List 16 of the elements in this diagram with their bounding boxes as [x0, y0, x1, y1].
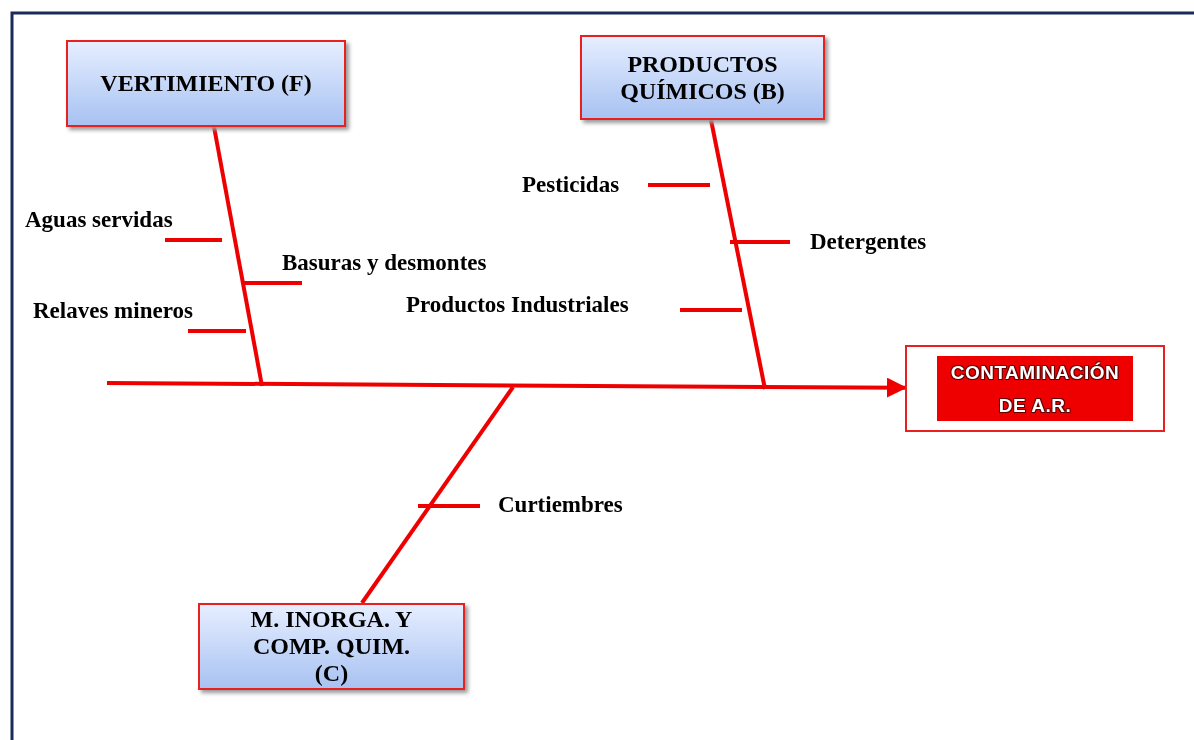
bone-line [360, 385, 515, 605]
effect-box [905, 345, 1165, 432]
category-box: PRODUCTOS QUÍMICOS (B) [580, 35, 825, 120]
category-box: VERTIMIENTO (F) [66, 40, 346, 127]
cause-label: Detergentes [810, 229, 927, 255]
cause-label: Productos Industriales [406, 292, 629, 318]
cause-label: Relaves mineros [33, 298, 193, 324]
effect-label: CONTAMINACIÓN DE A.R. [937, 356, 1133, 421]
spine-arrow [107, 377, 907, 398]
bone-line [212, 126, 264, 387]
cause-label: Aguas servidas [25, 207, 173, 233]
cause-label: Pesticidas [522, 172, 620, 198]
category-box: M. INORGA. Y COMP. QUIM. (C) [198, 603, 465, 690]
cause-label: Basuras y desmontes [282, 250, 487, 276]
bone-line [709, 119, 767, 390]
cause-label: Curtiembres [498, 492, 623, 518]
